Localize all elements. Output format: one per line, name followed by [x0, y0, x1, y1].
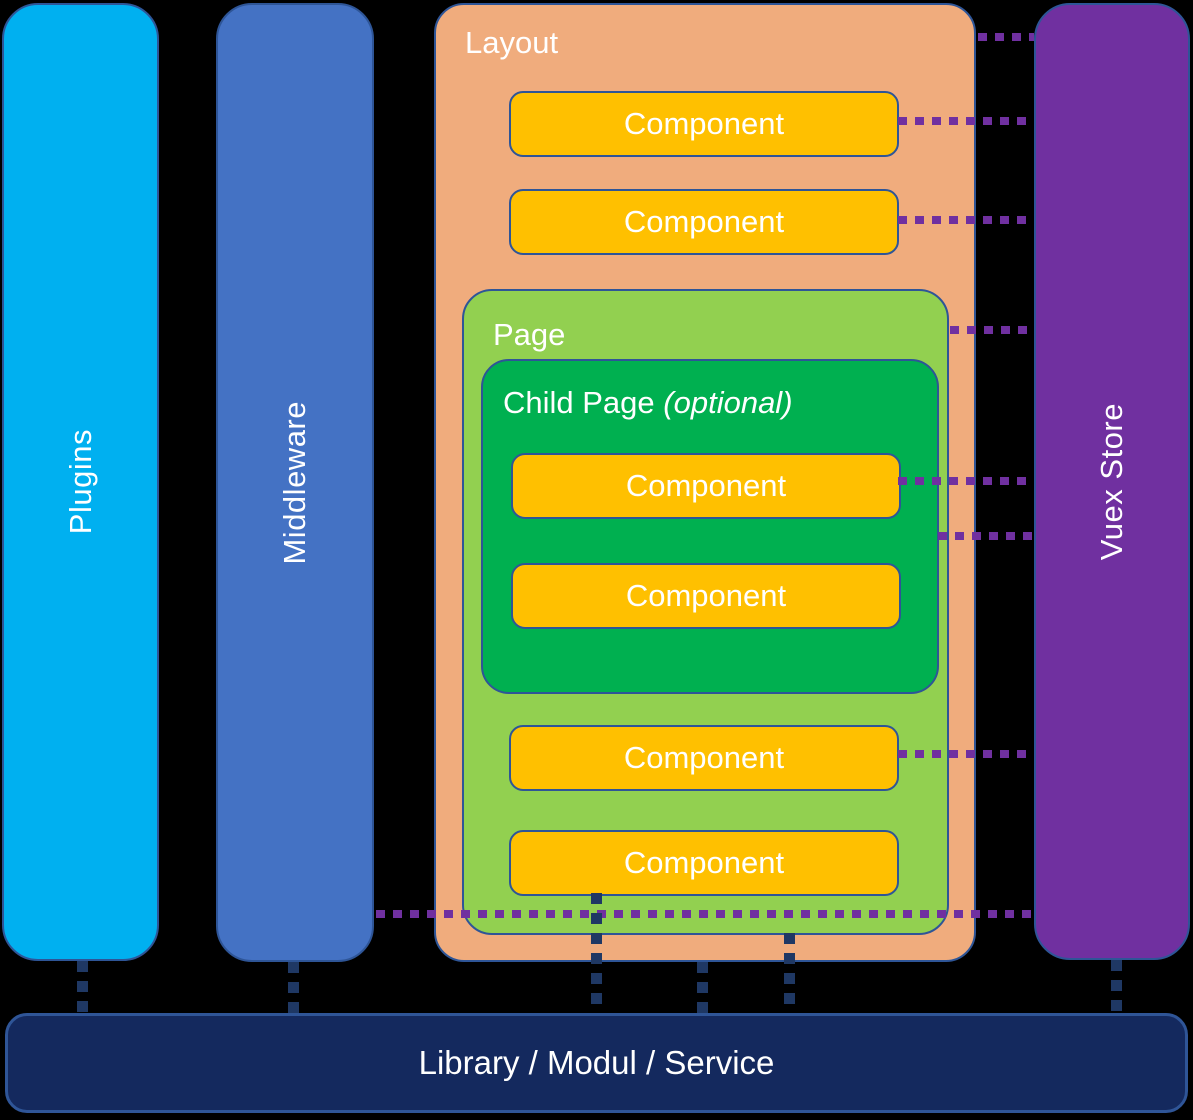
library-link-vuex-store	[1111, 960, 1122, 1013]
page-container: Page Child Page (optional) Component Com…	[462, 289, 949, 935]
library-modul-service-bar: Library / Modul / Service	[5, 1013, 1188, 1113]
child-page-label: Child Page (optional)	[503, 385, 793, 421]
middleware-label: Middleware	[277, 400, 312, 565]
plugins-label: Plugins	[62, 429, 98, 535]
child-page-component-2: Component	[511, 563, 901, 629]
component-label: Component	[623, 845, 785, 880]
page-component-2: Component	[509, 830, 899, 896]
component-label: Component	[623, 106, 785, 141]
page-label: Page	[493, 317, 566, 352]
store-link-layout-component-2	[898, 216, 1034, 224]
vuex-store-label: Vuex Store	[1094, 402, 1129, 561]
layout-container: Layout Component Component Page Child Pa…	[434, 3, 976, 962]
component-label: Component	[625, 578, 787, 613]
store-link-page-component-1	[898, 750, 1034, 758]
plugins-column: Plugins	[2, 3, 159, 961]
layout-label: Layout	[465, 25, 559, 60]
layout-component-2: Component	[509, 189, 899, 255]
middleware-column: Middleware	[216, 3, 374, 962]
child-page-optional-text: (optional)	[663, 385, 793, 420]
store-link-page	[950, 326, 1034, 334]
library-link-page	[784, 933, 795, 1013]
store-link-child-page	[938, 532, 1034, 540]
library-link-component	[591, 893, 602, 1013]
child-page-container: Child Page (optional) Component Componen…	[481, 359, 939, 694]
store-link-middleware	[376, 910, 1034, 918]
child-page-label-text: Child Page	[503, 385, 655, 420]
vuex-store-column: Vuex Store	[1034, 3, 1190, 960]
component-label: Component	[623, 204, 785, 239]
store-link-child-component-1	[898, 477, 1034, 485]
library-link-layout	[697, 962, 708, 1013]
store-link-layout	[978, 33, 1034, 41]
page-component-1: Component	[509, 725, 899, 791]
component-label: Component	[625, 468, 787, 503]
library-link-plugins	[77, 961, 88, 1013]
child-page-component-1: Component	[511, 453, 901, 519]
layout-component-1: Component	[509, 91, 899, 157]
component-label: Component	[623, 740, 785, 775]
store-link-layout-component-1	[898, 117, 1034, 125]
library-link-middleware	[288, 962, 299, 1013]
library-bar-label: Library / Modul / Service	[418, 1044, 775, 1081]
